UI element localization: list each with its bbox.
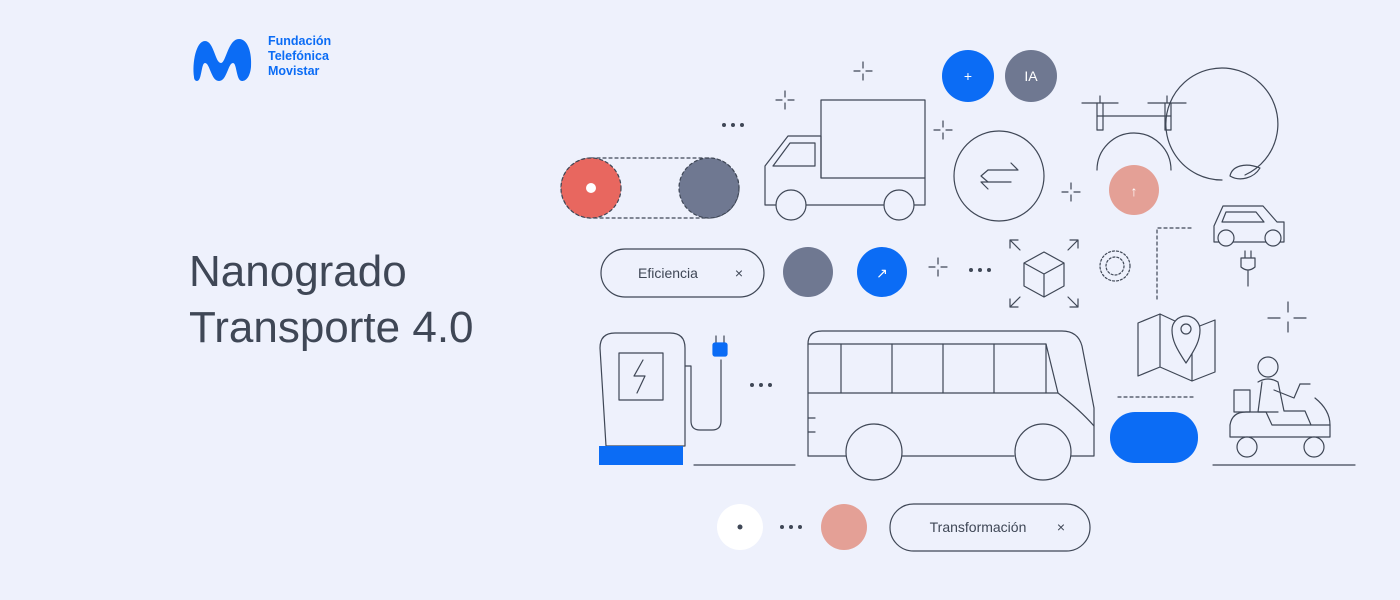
chip-transformacion-label: Transformación (930, 519, 1027, 535)
chip-eficiencia-label: Eficiencia (638, 265, 698, 281)
slate-bubble (783, 247, 833, 297)
title-line-2: Transporte 4.0 (189, 303, 474, 352)
open-link-bubble[interactable] (857, 247, 907, 297)
swap-arrows-icon[interactable] (953, 130, 1045, 222)
brand-line-2: Telefónica (268, 49, 329, 63)
electric-car-icon (1165, 67, 1285, 287)
brand-logo[interactable]: Fundación Telefónica Movistar (188, 33, 331, 85)
plus-label: + (964, 68, 972, 84)
ia-bubble[interactable] (1005, 50, 1057, 102)
movistar-m-icon (193, 39, 252, 81)
truck-icon (764, 99, 926, 221)
close-icon[interactable]: × (1057, 519, 1065, 535)
brand-line-3: Movistar (268, 64, 320, 78)
dashed-connector (1117, 227, 1197, 398)
map-pin-icon (1137, 313, 1216, 382)
brand-line-1: Fundación (268, 34, 332, 48)
charging-station-icon (599, 332, 796, 466)
page-title: Nanogrado Transporte 4.0 (189, 244, 474, 356)
brand-name: Fundación Telefónica Movistar (268, 34, 331, 79)
sparkle-icon (775, 61, 1307, 333)
blue-toggle[interactable] (1110, 412, 1198, 463)
upload-bubble[interactable] (1109, 165, 1159, 215)
chip-eficiencia[interactable]: Eficiencia × (600, 248, 765, 298)
drone-icon (1081, 95, 1187, 171)
plus-bubble[interactable] (942, 50, 994, 102)
target-dot-icon (1099, 250, 1131, 282)
bus-icon (807, 330, 1095, 481)
close-icon[interactable]: × (735, 265, 743, 281)
delivery-scooter-icon (1212, 356, 1356, 466)
title-line-1: Nanogrado (189, 247, 407, 296)
arrow-diagonal-icon: ↗ (876, 265, 888, 281)
arrow-up-icon: ↑ (1131, 183, 1138, 199)
salmon-bubble (821, 504, 867, 550)
chip-transformacion[interactable]: Transformación × (889, 503, 1091, 552)
ellipsis-icon (722, 123, 991, 529)
toggle-switch[interactable] (560, 157, 740, 219)
package-cube-icon (1009, 239, 1079, 308)
ia-label: IA (1024, 68, 1038, 84)
